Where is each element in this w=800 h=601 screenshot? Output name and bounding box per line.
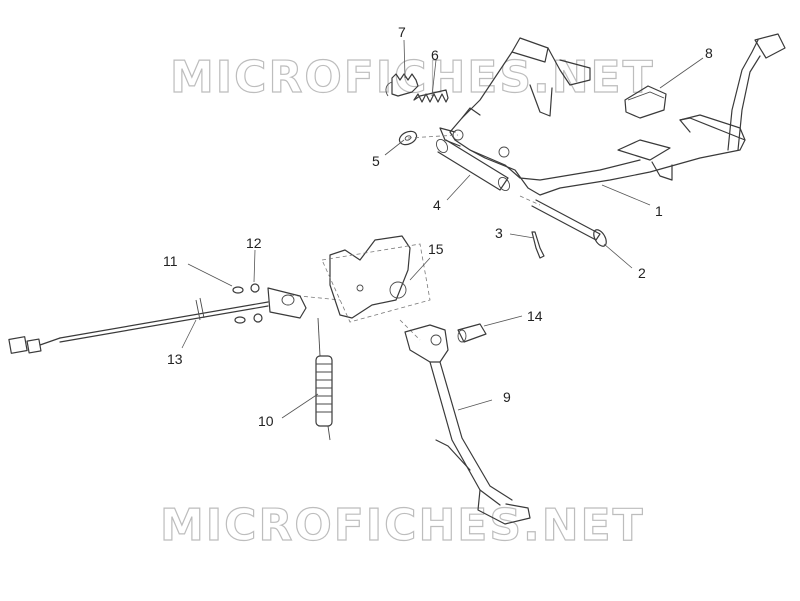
rubber-pad (624, 85, 667, 119)
callout-5: 5 (372, 153, 380, 169)
watermark-bottom: MICROFICHES.NET (160, 500, 645, 551)
callout-1: 1 (655, 203, 663, 219)
side-stand (404, 324, 531, 525)
leader-lines (181, 39, 704, 419)
callout-14: 14 (527, 308, 543, 324)
screw-upper (232, 283, 260, 294)
callout-2: 2 (638, 265, 646, 281)
callout-11: 11 (163, 253, 178, 269)
cotter-pin (531, 231, 545, 259)
callout-10: 10 (258, 413, 274, 429)
spring-large (413, 89, 449, 103)
center-stand-frame (439, 33, 786, 196)
stand-spring (315, 317, 333, 441)
stand-bushing (435, 138, 511, 192)
callout-15: 15 (428, 241, 444, 257)
pivot-pin (531, 199, 607, 247)
watermark-top: MICROFICHES.NET (170, 52, 655, 103)
callout-3: 3 (495, 225, 503, 241)
rubber-stop (457, 323, 487, 343)
assembly-line-washer (407, 134, 459, 139)
callout-8: 8 (705, 45, 713, 61)
assembly-line-pin (519, 195, 541, 206)
washer (398, 130, 418, 146)
screw-lower (234, 313, 263, 324)
callout-7: 7 (398, 24, 406, 40)
callout-4: 4 (433, 197, 441, 213)
callout-9: 9 (503, 389, 511, 405)
callout-13: 13 (167, 351, 183, 367)
callout-6: 6 (431, 47, 439, 63)
side-stand-switch (8, 287, 307, 354)
switch-bracket (321, 235, 431, 323)
spring-small (385, 73, 419, 97)
callout-12: 12 (246, 235, 262, 251)
